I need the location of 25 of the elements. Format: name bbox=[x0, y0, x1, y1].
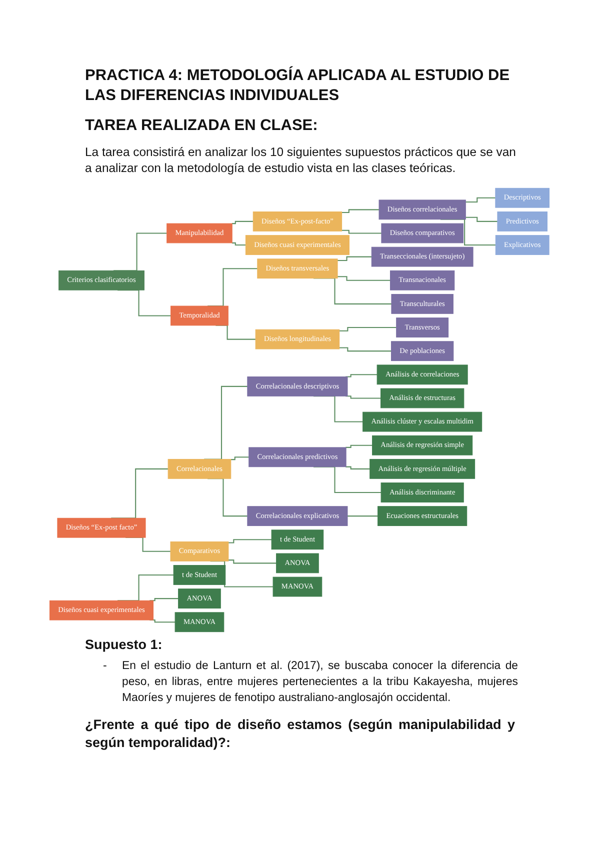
connector bbox=[232, 220, 254, 224]
case-heading: Supuesto 1: bbox=[85, 636, 164, 654]
connector bbox=[347, 516, 378, 517]
connector bbox=[228, 560, 276, 564]
connector bbox=[342, 230, 382, 234]
case-paragraph: En el estudio de Lanturn et al. (2017), se buscaba conocer la diferencia de peso, en libras, entre mujeres pertenecientes a la tribu Kakayesha, mujeres Maoríes y mujeres de fenotipo australiano-anglosajón occidental. bbox=[122, 659, 518, 706]
connector bbox=[346, 444, 372, 448]
connector bbox=[346, 374, 378, 378]
connector bbox=[466, 216, 498, 222]
connector bbox=[339, 326, 396, 332]
connector bbox=[346, 396, 381, 399]
connector bbox=[338, 276, 390, 281]
bullet-dash: - bbox=[103, 658, 107, 674]
connector bbox=[466, 197, 496, 202]
connector bbox=[339, 347, 392, 352]
connector bbox=[228, 539, 272, 544]
question-text: ¿Frente a qué tipo de diseño estamos (según manipulabilidad y según temporalidad)?: bbox=[85, 716, 515, 752]
connector bbox=[230, 456, 249, 460]
connector bbox=[338, 256, 372, 262]
connector bbox=[342, 209, 380, 214]
intro-paragraph: La tarea consistirá en analizar los 10 siguientes supuestos prácticos que se van a analizar con la metodología de estudio vista en las clases teóricas. bbox=[85, 144, 517, 176]
connector bbox=[232, 242, 246, 246]
section-heading: TAREA REALIZADA EN CLASE: bbox=[85, 116, 319, 136]
connector bbox=[346, 466, 370, 470]
page-title: PRACTICA 4: METODOLOGÍA APLICADA AL ESTUDIO DE LAS DIFERENCIAS INDIVIDUALES bbox=[85, 66, 511, 106]
